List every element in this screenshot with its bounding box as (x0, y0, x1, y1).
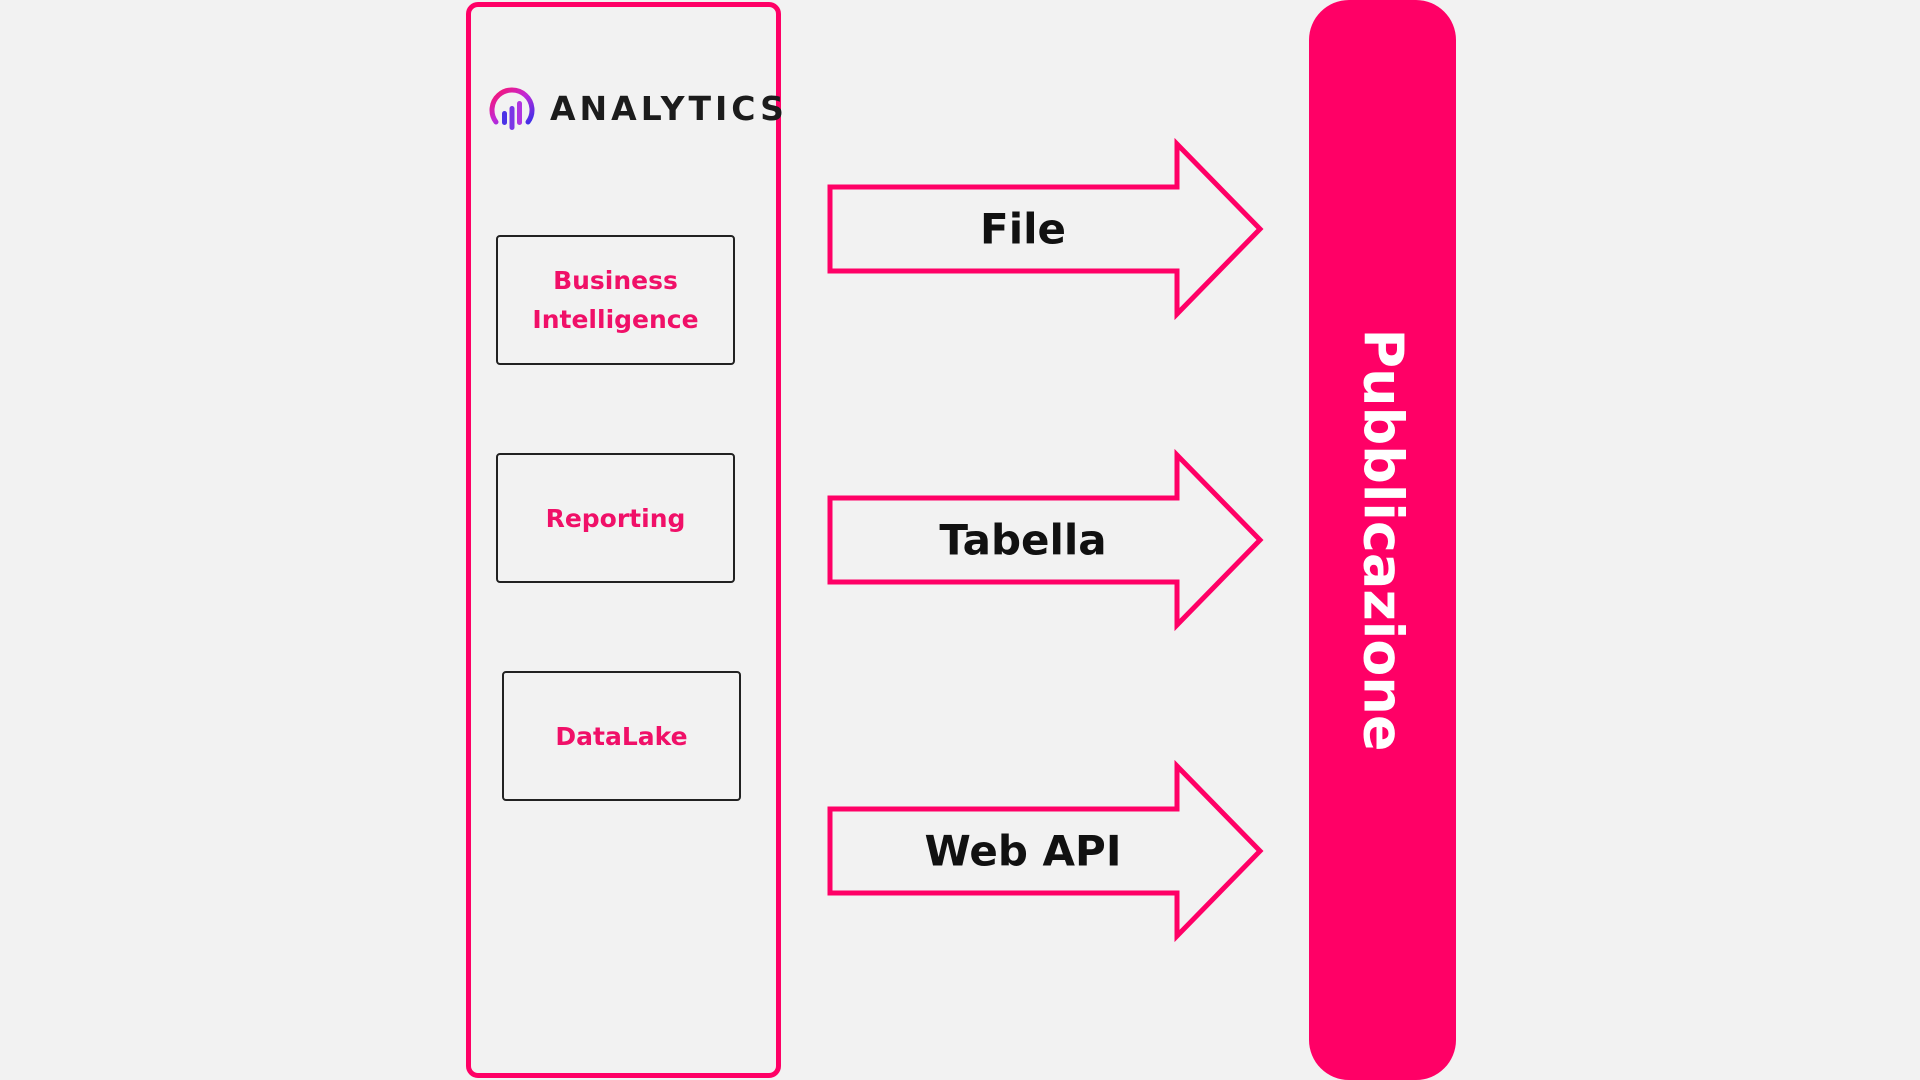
analytics-logo: ANALYTICS (486, 82, 788, 134)
arrow-web-api-label: Web API (924, 826, 1122, 876)
box-label-line2: Intelligence (532, 305, 699, 334)
analytics-logo-text: ANALYTICS (550, 88, 788, 128)
pubblicazione-label: Pubblicazione (1351, 328, 1414, 752)
arrow-tabella (827, 448, 1264, 632)
arrow-file-label: File (980, 204, 1066, 254)
box-datalake: DataLake (502, 671, 741, 801)
pubblicazione-bar: Pubblicazione (1309, 0, 1456, 1080)
box-label: Reporting (545, 503, 686, 533)
arrow-file (827, 137, 1264, 321)
arrow-tabella-label: Tabella (939, 515, 1107, 565)
box-label: DataLake (555, 721, 688, 751)
arrow-web-api (827, 759, 1264, 943)
analytics-logo-icon (489, 87, 535, 130)
analytics-panel (466, 2, 781, 1078)
box-label-line1: Business (553, 266, 678, 295)
box-business-intelligence: Business Intelligence (496, 235, 735, 365)
box-reporting: Reporting (496, 453, 735, 583)
